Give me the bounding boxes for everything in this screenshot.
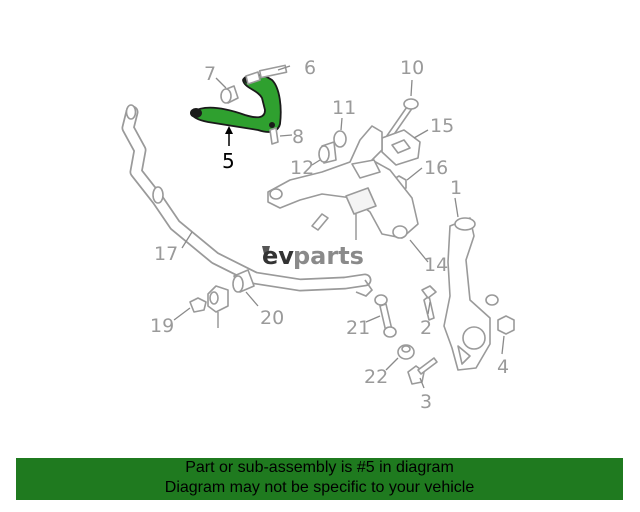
bolt-3 xyxy=(407,357,438,385)
bolt-6 xyxy=(245,64,288,85)
stabilizer-link xyxy=(374,294,397,338)
nut-8 xyxy=(269,127,279,145)
parts-diagram: ev parts 7 6 8 5 10 11 12 15 16 1 14 17 … xyxy=(121,57,515,413)
bolt-2 xyxy=(421,285,437,321)
banner-line-2: Diagram may not be specific to your vehi… xyxy=(164,479,475,496)
lower-control-arm xyxy=(267,125,419,239)
callout-19: 19 xyxy=(150,315,174,337)
bushing-20 xyxy=(232,269,255,293)
callout-20: 20 xyxy=(260,307,284,329)
callout-12: 12 xyxy=(290,157,314,179)
callout-11: 11 xyxy=(332,97,356,119)
callout-22: 22 xyxy=(364,366,388,388)
callout-16: 16 xyxy=(424,157,448,179)
callout-10: 10 xyxy=(400,57,424,79)
leader-lines xyxy=(173,65,505,389)
callout-7: 7 xyxy=(204,63,216,85)
callout-5: 5 xyxy=(222,149,235,173)
callout-21: 21 xyxy=(346,317,370,339)
evparts-watermark: ev parts xyxy=(262,242,364,270)
callout-4: 4 xyxy=(497,356,509,378)
callout-6: 6 xyxy=(304,57,316,79)
callout-1: 1 xyxy=(450,177,462,199)
watermark-prefix: ev xyxy=(262,242,294,270)
bolt-19 xyxy=(189,297,207,313)
bolt-9 xyxy=(311,213,329,231)
clamp-bracket-18 xyxy=(207,285,229,313)
callout-8: 8 xyxy=(292,126,304,148)
callout-2: 2 xyxy=(420,317,432,339)
nut-4 xyxy=(497,315,515,335)
bushing-22 xyxy=(397,344,415,360)
stabilizer-bar xyxy=(121,104,374,297)
callout-17: 17 xyxy=(154,243,178,265)
steering-knuckle xyxy=(443,217,499,371)
bushing-12 xyxy=(318,141,337,164)
banner-line-1: Part or sub-assembly is #5 in diagram xyxy=(185,459,454,476)
watermark-suffix: parts xyxy=(293,242,364,270)
washer-11 xyxy=(333,130,347,148)
bushing-7 xyxy=(220,85,239,104)
callout-14: 14 xyxy=(424,254,448,276)
info-banner: Part or sub-assembly is #5 in diagram Di… xyxy=(16,458,623,500)
bracket-15 xyxy=(381,129,421,166)
callout-3: 3 xyxy=(420,391,432,413)
callout-15: 15 xyxy=(430,115,454,137)
